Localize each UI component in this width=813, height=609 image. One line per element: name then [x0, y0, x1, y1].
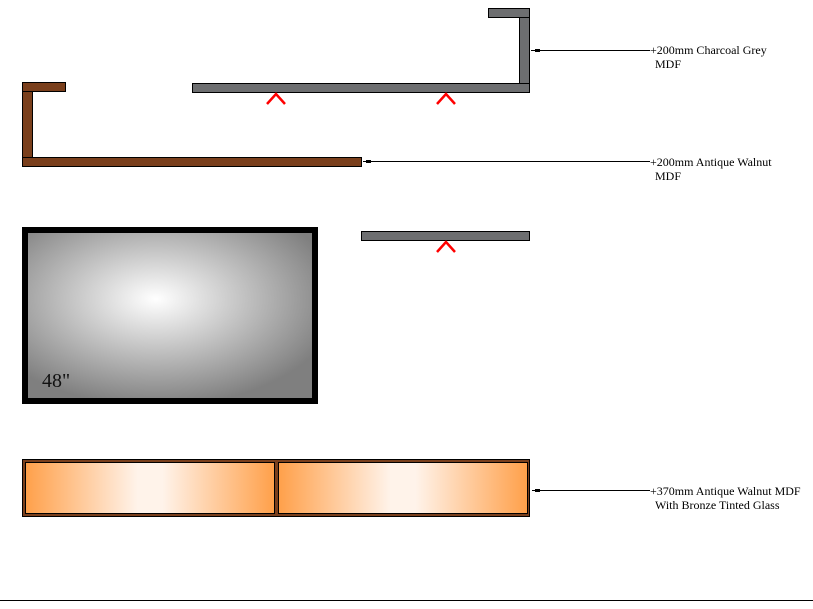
tv-screen: 48" — [22, 227, 318, 404]
tv-size-label: 48" — [42, 370, 70, 392]
walnut-label-line1: +200mm Antique Walnut — [650, 155, 772, 169]
charcoal-grey-shelf — [192, 8, 530, 93]
walnut-label-line2: MDF — [655, 169, 681, 183]
charcoal-label-line1: +200mm Charcoal Grey — [650, 43, 767, 57]
bracket-icon — [266, 92, 456, 105]
bracket-icon — [436, 240, 456, 253]
leader-arrow-icon — [366, 49, 540, 492]
charcoal-grey-floating-shelf — [361, 231, 530, 241]
antique-walnut-shelf — [22, 82, 362, 167]
leader-lines — [363, 50, 650, 491]
cabinet-label-line2: With Bronze Tinted Glass — [655, 498, 780, 512]
walnut-glass-cabinet — [22, 459, 530, 517]
cabinet-label-line1: +370mm Antique Walnut MDF — [650, 484, 801, 498]
charcoal-label-line2: MDF — [655, 57, 681, 71]
